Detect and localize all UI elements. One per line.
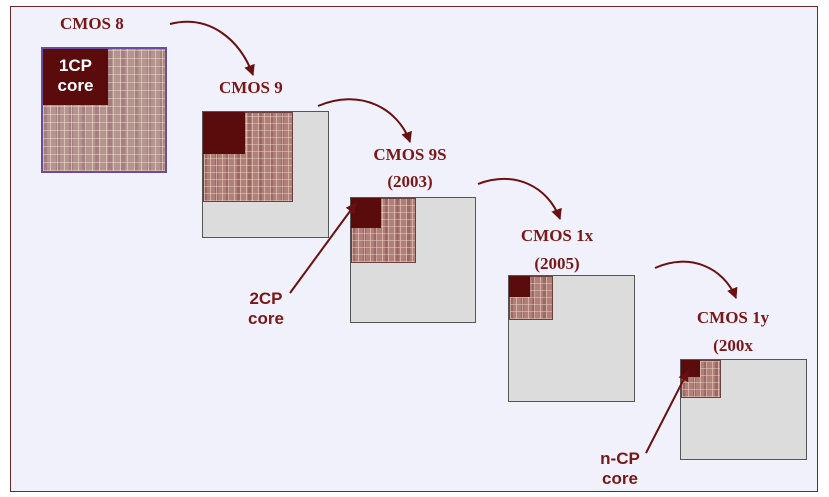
core-1cp-line2: core: [57, 76, 94, 95]
core-1cp-line1: 1CP: [58, 56, 93, 75]
pointer-arrow-2cp: [289, 202, 357, 294]
die-cmos8: 1CP core: [41, 47, 167, 173]
callout-ncp-line2: core: [602, 469, 638, 488]
core-block-cmos1x: [509, 276, 530, 297]
callout-ncp-line1: n-CP: [600, 449, 640, 468]
stage-label-cmos9: CMOS 9: [219, 78, 283, 98]
stage-year: (200x: [713, 336, 753, 355]
chip-cmos9s: [350, 197, 476, 323]
stage-label-cmos1x: CMOS 1x (2005): [512, 226, 602, 274]
stage-name: CMOS 9S: [373, 145, 447, 164]
callout-2cp-core: 2CP core: [236, 289, 296, 329]
chip-cmos1y: [680, 359, 807, 460]
stage-name: CMOS 1y: [696, 308, 770, 327]
stage-label-cmos9s: CMOS 9S (2003): [358, 145, 462, 192]
stage-name: CMOS 1x: [520, 226, 594, 245]
chip-cmos1x: [508, 275, 635, 402]
stage-label-cmos1y: CMOS 1y (200x: [686, 308, 780, 356]
progression-arrow-2: [317, 98, 412, 144]
callout-ncp-core: n-CP core: [585, 449, 655, 489]
progression-arrow-4: [654, 260, 738, 300]
progression-arrow-3: [477, 177, 562, 221]
stage-label-cmos8: CMOS 8: [60, 14, 124, 34]
pointer-arrow-ncp: [645, 370, 689, 454]
progression-arrow-1: [169, 20, 255, 77]
stage-year: (2005): [534, 254, 580, 273]
stage-name: CMOS 8: [60, 14, 124, 33]
core-1cp: 1CP core: [43, 49, 108, 105]
core-block-cmos9: [203, 112, 245, 154]
chip-cmos9: [202, 111, 329, 238]
stage-name: CMOS 9: [219, 78, 283, 97]
callout-2cp-line1: 2CP: [249, 289, 283, 308]
stage-year: (2003): [387, 172, 433, 191]
callout-2cp-line2: core: [248, 309, 284, 328]
